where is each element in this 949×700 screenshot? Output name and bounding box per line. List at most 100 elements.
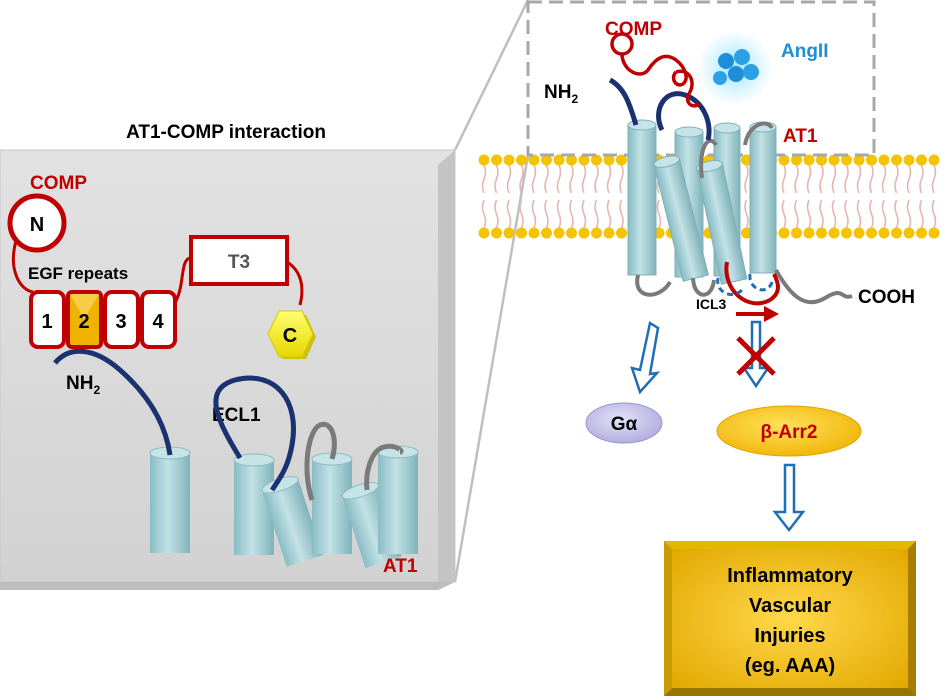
lipid-head	[803, 227, 815, 239]
outcome-box	[664, 541, 916, 696]
arrow-to-outcome	[772, 463, 806, 533]
egf-repeat-2-label: 2	[78, 311, 89, 333]
lipid-head	[741, 227, 752, 239]
right-nh2-label: NH2	[544, 82, 578, 106]
egf-repeats-label: EGF repeats	[28, 264, 128, 283]
t3-domain-label: T3	[228, 252, 250, 273]
lipid-head	[741, 154, 752, 166]
blocked-x-icon	[736, 336, 776, 376]
right-panel: AngII COMP	[478, 0, 940, 696]
g-alpha-label: Gα	[611, 414, 638, 435]
egf-repeat-1	[29, 290, 66, 349]
lipid-head	[516, 154, 527, 166]
lipid-head	[853, 227, 865, 239]
lipid-head	[591, 227, 602, 239]
left-nh2-label: NH2	[66, 373, 100, 397]
lipid-head	[603, 154, 615, 166]
lipid-head	[891, 154, 902, 166]
lipid-head	[591, 154, 602, 166]
interaction-box-side	[438, 150, 455, 590]
lipid-head	[528, 227, 540, 239]
lipid-head	[828, 154, 840, 166]
egf-repeat-3-label: 3	[115, 311, 126, 333]
lipid-head	[928, 227, 940, 239]
cooh-label: COOH	[858, 287, 915, 308]
right-gray-loop-top-1	[699, 138, 718, 179]
n-domain-circle	[7, 193, 67, 253]
right-ecl-loop	[656, 91, 712, 141]
lipid-head	[916, 227, 927, 239]
lipid-head	[478, 227, 490, 239]
outcome-line-1: Inflammatory	[727, 565, 853, 587]
lipid-head	[603, 227, 615, 239]
left-gray-loop-2	[364, 443, 404, 491]
lipid-head	[866, 154, 877, 166]
t3-domain-box	[189, 235, 289, 286]
lipid-head	[578, 227, 590, 239]
lipid-head	[928, 154, 940, 166]
lipid-head	[541, 154, 552, 166]
lipid-head	[878, 154, 890, 166]
cooh-tail	[774, 269, 853, 305]
lipid-head	[891, 227, 902, 239]
lipid-head	[616, 154, 627, 166]
egf-repeat-3	[103, 290, 140, 349]
lipid-head	[778, 227, 790, 239]
left-comp-label: COMP	[30, 173, 87, 194]
lipid-head	[616, 227, 627, 239]
lipid-head	[503, 154, 515, 166]
right-gray-loop-bottom-1	[635, 274, 672, 297]
lipid-head	[566, 154, 577, 166]
lipid-head	[566, 227, 577, 239]
ecl1-loop	[213, 375, 296, 492]
angii-label: AngII	[781, 41, 829, 62]
lipid-head	[578, 154, 590, 166]
c-domain-label: C	[283, 325, 297, 347]
lipid-head	[791, 154, 802, 166]
lipid-head	[491, 227, 502, 239]
right-nh2-tail	[608, 77, 639, 126]
lipid-head	[491, 154, 502, 166]
lipid-head	[841, 227, 852, 239]
comp-chain	[610, 32, 701, 108]
egf-repeat-4	[140, 290, 177, 349]
right-gray-loop-bottom-2	[691, 277, 716, 297]
left-at1-label: AT1	[383, 556, 418, 577]
g-alpha-ellipse	[585, 402, 663, 444]
lipid-head	[841, 154, 852, 166]
lipid-head	[803, 154, 815, 166]
lipid-head	[916, 154, 927, 166]
lipid-head	[828, 227, 840, 239]
left-gray-loop-1	[304, 421, 337, 501]
right-gray-loop-top-2	[743, 121, 774, 146]
angii-ligand	[697, 30, 773, 106]
outcome-line-3: Injuries	[754, 625, 825, 647]
zoom-line-top	[453, 0, 530, 151]
beta-arr2-label: β-Arr2	[761, 422, 818, 443]
t3-to-c-linker	[286, 260, 304, 306]
lipid-head	[816, 227, 827, 239]
left-nh2-tail	[53, 348, 173, 456]
egf-repeat-2	[66, 290, 103, 349]
right-at1-helices	[627, 119, 777, 285]
icl3-dashed-loop-1	[716, 277, 744, 296]
lipid-head	[541, 227, 552, 239]
n-to-egf-linker	[11, 240, 34, 294]
left-at1-helices	[149, 445, 419, 568]
lipid-head	[866, 227, 877, 239]
egf-repeat-4-label: 4	[152, 311, 164, 333]
lipid-head	[878, 227, 890, 239]
left-panel: AT1-COMP interaction COMP N EGF repeats …	[0, 122, 456, 590]
comp-icl3-segment	[724, 261, 780, 306]
lipid-head	[778, 154, 790, 166]
lipid-head	[903, 154, 915, 166]
lipid-head	[816, 154, 827, 166]
egf-repeat-2-highlight	[70, 294, 99, 319]
outcome-line-2: Vascular	[749, 595, 832, 617]
icl3-red-arrow-head	[764, 306, 779, 322]
zoom-line-bottom	[453, 154, 530, 583]
ecl1-label: ECL1	[212, 405, 261, 426]
lipid-head	[503, 227, 515, 239]
outcome-line-4: (eg. AAA)	[745, 655, 835, 677]
lipid-head	[791, 227, 802, 239]
